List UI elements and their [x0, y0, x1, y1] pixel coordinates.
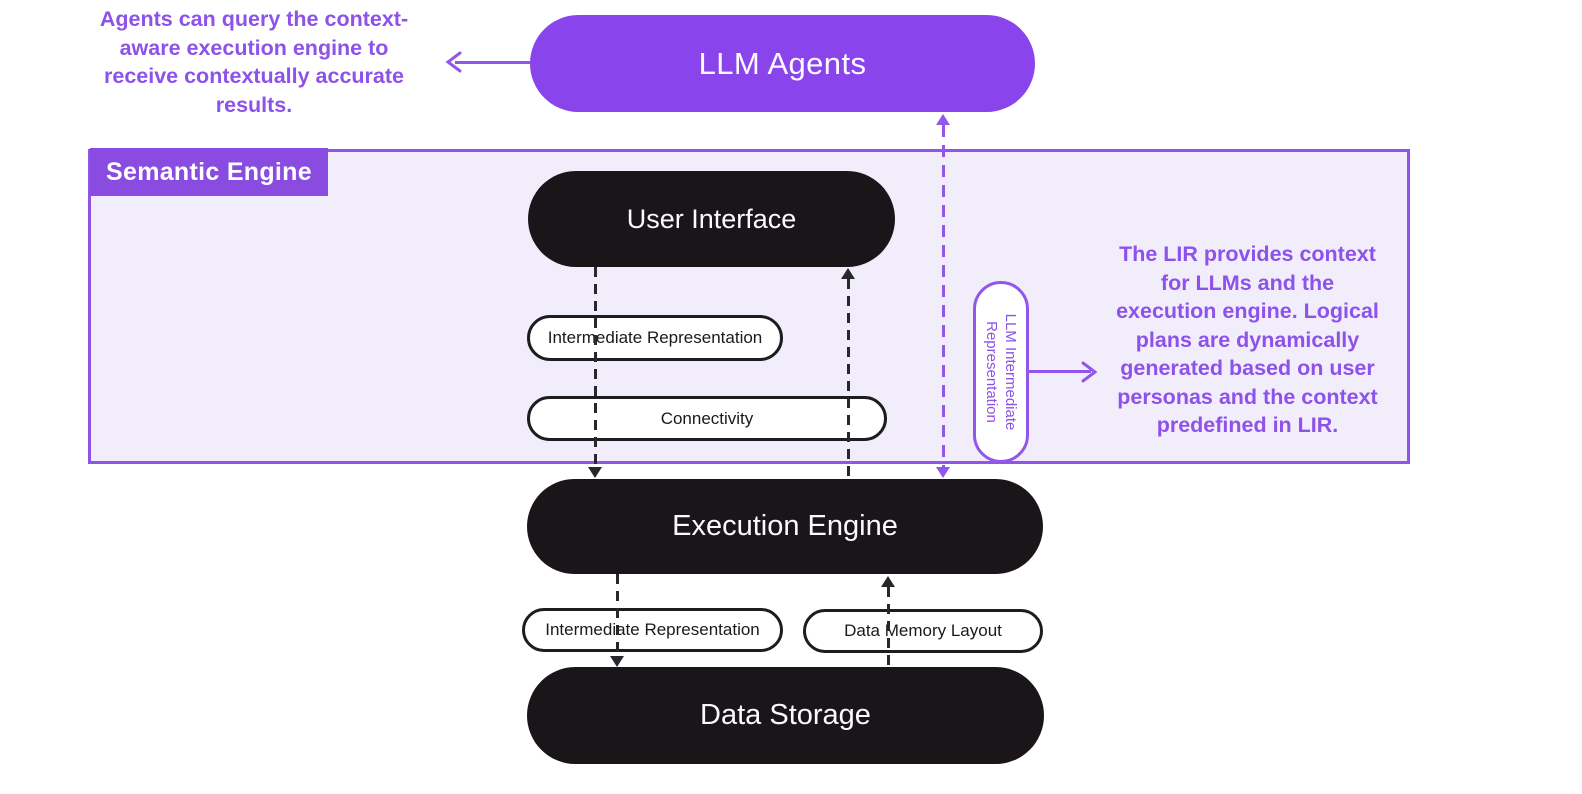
- arrow-down-icon: [588, 467, 602, 478]
- node-execution-engine: Execution Engine: [527, 479, 1043, 574]
- node-data-memory-layout-label: Data Memory Layout: [844, 621, 1002, 640]
- arrow-down-icon: [610, 656, 624, 667]
- agents-note-text: Agents can query the context- aware exec…: [99, 7, 409, 117]
- node-data-storage: Data Storage: [527, 667, 1044, 764]
- arrow-line-to-agents-note: [455, 61, 532, 64]
- node-connectivity-label: Connectivity: [660, 408, 754, 428]
- connector-ee-to-ui-line: [847, 279, 850, 479]
- connector-agents-to-ee-line: [942, 125, 945, 467]
- connector-ee-to-ds-line: [616, 574, 619, 656]
- node-execution-engine-label: Execution Engine: [672, 510, 898, 542]
- node-connectivity: Connectivity: [527, 396, 887, 441]
- lir-note-text: The LIR provides context for LLMs and th…: [1116, 242, 1379, 437]
- arrow-up-icon: [841, 268, 855, 279]
- connector-ds-to-ee-line: [887, 587, 890, 667]
- node-intermediate-representation-bottom: Intermediate Representation: [522, 608, 783, 652]
- semantic-engine-label-text: Semantic Engine: [106, 157, 312, 186]
- arrow-up-icon: [881, 576, 895, 587]
- arrow-line-to-lir-note: [1029, 370, 1091, 373]
- node-llm-agents-label: LLM Agents: [698, 45, 867, 81]
- arrow-up-purple-icon: [936, 114, 950, 125]
- node-data-storage-label: Data Storage: [700, 699, 871, 731]
- node-user-interface: User Interface: [528, 171, 895, 267]
- node-llm-agents: LLM Agents: [530, 15, 1035, 112]
- semantic-engine-label: Semantic Engine: [90, 148, 328, 196]
- node-intermediate-representation-top-label: Intermediate Representation: [547, 328, 763, 347]
- connector-ui-to-ee-line: [594, 267, 597, 467]
- arrow-right-icon: [1081, 361, 1098, 383]
- node-intermediate-representation-top: Intermediate Representation: [527, 315, 783, 361]
- node-data-memory-layout: Data Memory Layout: [803, 609, 1043, 653]
- arrow-left-icon: [445, 51, 462, 73]
- node-intermediate-representation-bottom-label: Intermediate Representation: [545, 620, 760, 639]
- node-llm-intermediate-representation: LLM Intermediate Representation: [973, 281, 1029, 463]
- arrow-down-purple-icon: [936, 467, 950, 478]
- node-llm-intermediate-representation-label: LLM Intermediate Representation: [983, 313, 1019, 431]
- node-user-interface-label: User Interface: [626, 203, 797, 234]
